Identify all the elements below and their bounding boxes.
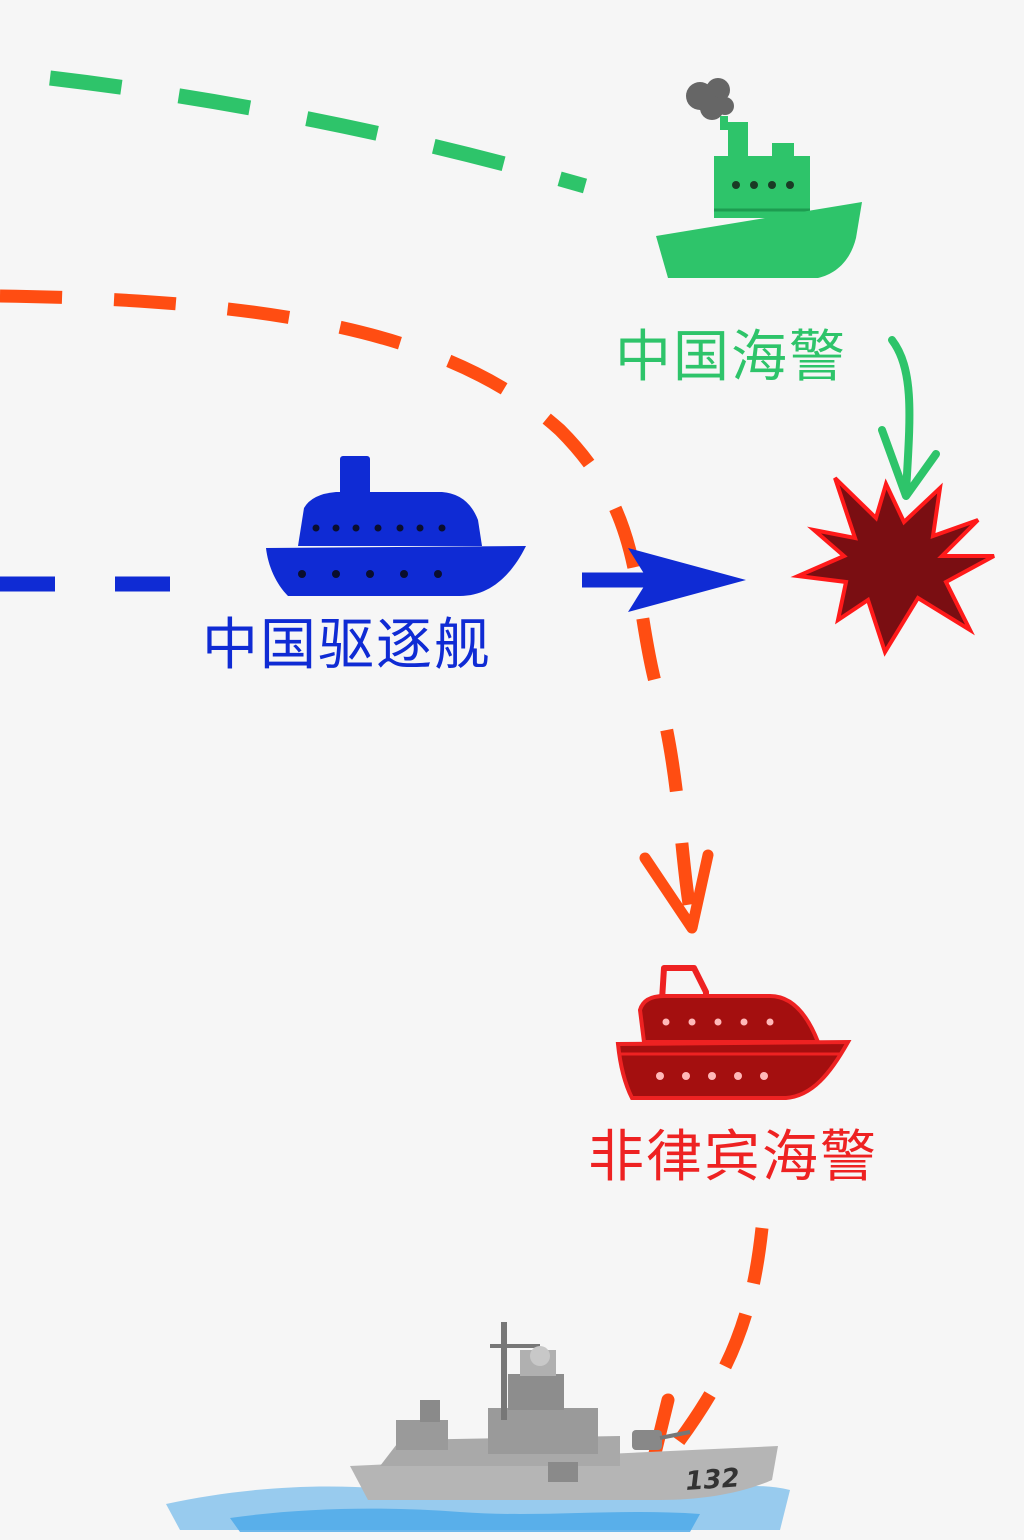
blue-route-arrowhead <box>628 548 746 612</box>
orange-route-line <box>0 289 697 912</box>
warship-illustration: 132 <box>166 1322 790 1532</box>
orange-warship-arrow <box>646 1227 769 1481</box>
green-route-line <box>49 70 588 194</box>
cruise-ship-icon <box>266 456 526 596</box>
explosion-burst-icon <box>790 476 995 657</box>
china-coast-guard-label: 中国海警 <box>615 325 847 390</box>
green-collision-arrowhead <box>878 426 940 500</box>
green-collision-arrow <box>888 336 914 496</box>
china-destroyer-label: 中国驱逐舰 <box>202 613 492 678</box>
hull-number: 132 <box>684 1463 740 1497</box>
orange-route-arrowhead <box>639 849 714 934</box>
philippine-coast-guard-label: 非律宾海警 <box>588 1125 878 1190</box>
cabin-boat-icon <box>615 965 852 1100</box>
tugboat-icon <box>656 78 862 278</box>
